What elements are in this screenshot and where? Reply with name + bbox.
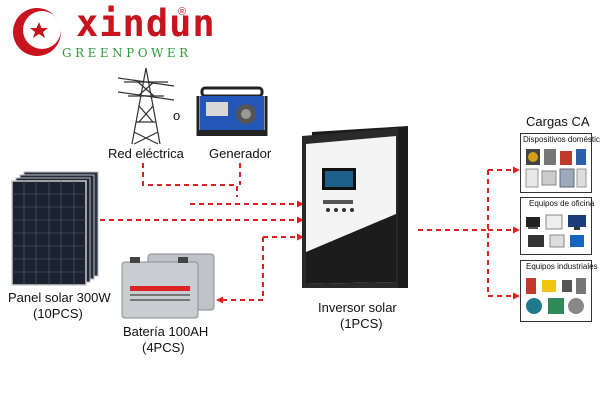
home-devices-title: Dispositivos domésticos — [523, 135, 600, 144]
battery-qty: (4PCS) — [142, 340, 185, 355]
loads-title: Cargas CA — [526, 114, 590, 129]
inverter-icon — [302, 126, 408, 288]
solar-panel-qty: (10PCS) — [33, 306, 83, 321]
solar-panel-label: Panel solar 300W — [8, 290, 111, 305]
brand-name: xindun — [76, 2, 216, 45]
or-label: o — [173, 108, 181, 123]
inverter-qty: (1PCS) — [340, 316, 383, 331]
appliance-icon — [525, 149, 587, 188]
office-equipment-icon — [526, 214, 586, 248]
office-equipment-box: Equipos de oficina — [520, 197, 595, 255]
brand-tagline: GREENPOWER — [62, 46, 192, 60]
office-equipment-title: Equipos de oficina — [529, 199, 595, 208]
solar-panel-icon — [11, 171, 99, 286]
grid-connector — [142, 163, 238, 197]
home-devices-box: Dispositivos domésticos — [520, 133, 600, 193]
industrial-equipment-icon — [526, 278, 586, 314]
brand-registered-mark: ® — [178, 6, 187, 18]
battery-icon — [121, 253, 215, 319]
industrial-equipment-title: Equipos industriales — [526, 262, 598, 271]
generator-icon — [196, 86, 268, 136]
battery-label: Batería 100AH — [123, 324, 209, 339]
inverter-to-battery-arrow — [216, 237, 264, 304]
generator-label: Generador — [209, 146, 272, 161]
inverter-label: Inversor solar — [318, 300, 397, 315]
industrial-equipment-box: Equipos industriales — [520, 260, 598, 322]
transmission-tower-icon — [118, 67, 174, 145]
grid-label: Red eléctrica — [108, 146, 184, 161]
brand-logo-icon — [13, 8, 61, 56]
